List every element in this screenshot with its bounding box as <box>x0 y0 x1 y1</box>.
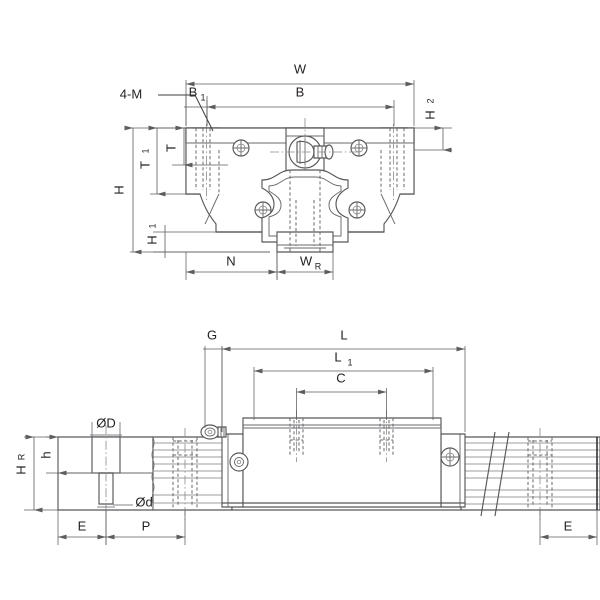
dim-label-HR: H <box>13 465 28 474</box>
dim-label-WR-subscript: R <box>315 261 322 271</box>
dim-label-L1-subscript: 1 <box>347 357 352 367</box>
front-view-group <box>186 118 414 252</box>
rail-profile-front <box>262 170 348 252</box>
dim-label-H1: H <box>144 235 159 244</box>
dim-label-E-right: E <box>564 518 573 533</box>
dim-label-E-left: E <box>78 518 87 533</box>
dim-H1: H 1 <box>144 223 270 258</box>
side-view-group <box>58 410 600 522</box>
dim-label-H2-subscript: 2 <box>425 98 435 103</box>
grease-nipple <box>270 118 360 250</box>
side-view-dimensions: G L L 1 C ØD <box>13 327 597 545</box>
dim-WR: W R <box>277 252 333 280</box>
screw-head-upper-right <box>351 140 367 156</box>
dim-label-W: W <box>294 61 307 76</box>
dim-E-right: E <box>540 510 597 545</box>
callout-4-M: 4-M <box>120 86 213 131</box>
end-cap-screw-right <box>441 448 459 466</box>
dim-label-B: B <box>296 84 305 99</box>
screw-head-lower-left <box>255 202 271 218</box>
dim-label-h: h <box>38 451 53 458</box>
dim-B: B <box>207 84 394 126</box>
dim-label-OD: ØD <box>96 415 116 430</box>
dim-label-G: G <box>207 327 217 342</box>
dim-H2: H 2 <box>414 98 452 153</box>
dim-h: h <box>38 434 92 476</box>
dim-label-C: C <box>336 370 345 385</box>
dim-Od: Ød <box>97 494 153 509</box>
dim-label-Od: Ød <box>135 494 152 509</box>
dim-label-T: T <box>163 144 178 152</box>
dim-label-T1: T <box>137 161 152 169</box>
end-cap-screw-left <box>230 453 248 471</box>
dim-L: L <box>222 327 465 432</box>
dim-label-N: N <box>226 253 235 268</box>
dim-L1: L 1 <box>254 349 433 420</box>
dim-label-WR: W <box>300 253 313 268</box>
dim-label-T1-subscript: 1 <box>140 148 150 153</box>
dim-label-P: P <box>142 518 151 533</box>
dim-label-L: L <box>340 327 347 342</box>
screw-head-lower-right <box>349 202 365 218</box>
dim-label-H: H <box>111 185 126 194</box>
dim-label-L1: L <box>334 349 341 364</box>
dim-label-B1-subscript: 1 <box>200 92 205 102</box>
dim-C: C <box>297 370 387 420</box>
front-view-dimensions: W B 1 B H 2 H <box>111 61 452 280</box>
dim-T: T <box>163 125 228 168</box>
dim-label-B1: B <box>189 84 198 99</box>
dim-P: P <box>106 510 185 545</box>
mounting-hole-hidden-lines <box>196 124 404 200</box>
dim-label-HR-subscript: R <box>16 453 26 460</box>
screw-head-upper-left <box>233 140 249 156</box>
carriage-block-side <box>201 410 465 507</box>
dim-label-H2: H <box>422 110 437 119</box>
callout-label-4-M: 4-M <box>120 86 142 101</box>
dim-label-H1-subscript: 1 <box>147 223 157 228</box>
